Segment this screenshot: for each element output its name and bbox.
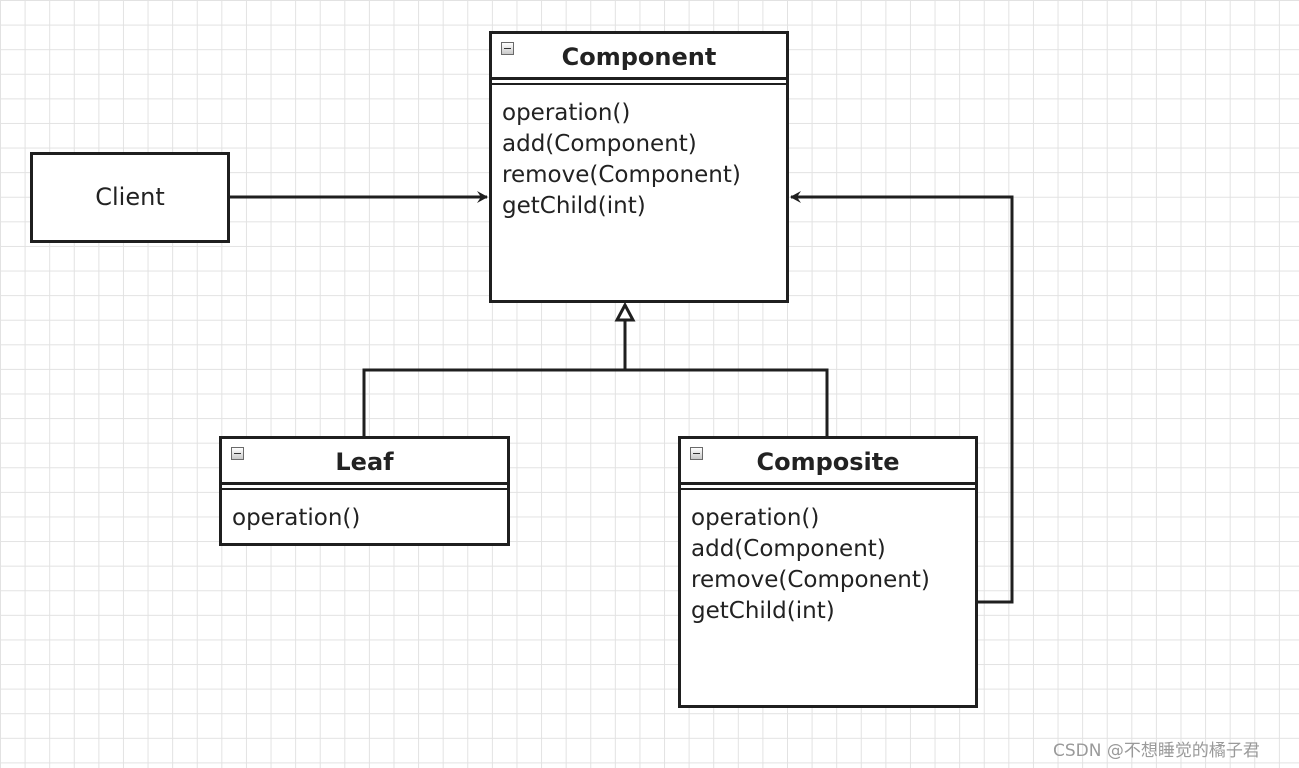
collapse-icon[interactable] xyxy=(501,42,514,55)
composite-method-list: operation() add(Component) remove(Compon… xyxy=(681,491,975,627)
component-class-name: Component xyxy=(561,43,717,71)
watermark: CSDN @不想睡觉的橘子君 xyxy=(1053,741,1260,761)
client-box[interactable]: Client xyxy=(30,152,230,243)
attribute-divider xyxy=(681,488,975,491)
method-add: add(Component) xyxy=(691,536,886,562)
client-label: Client xyxy=(95,183,165,211)
leaf-inheritance-line xyxy=(362,368,625,437)
composite-class-header: Composite xyxy=(681,439,975,485)
method-operation: operation() xyxy=(502,100,631,126)
method-remove: remove(Component) xyxy=(691,567,930,593)
attribute-divider xyxy=(492,83,786,86)
collapse-icon[interactable] xyxy=(690,447,703,460)
component-class[interactable]: Component operation() add(Component) rem… xyxy=(489,31,789,303)
method-operation: operation() xyxy=(691,505,820,531)
composite-class-name: Composite xyxy=(756,448,900,476)
method-get-child: getChild(int) xyxy=(502,193,646,219)
composite-to-component-arrow xyxy=(790,191,1014,604)
leaf-class-header: Leaf xyxy=(222,439,507,485)
composite-class[interactable]: Composite operation() add(Component) rem… xyxy=(678,436,978,708)
method-operation: operation() xyxy=(232,505,361,531)
collapse-icon[interactable] xyxy=(231,447,244,460)
leaf-class-name: Leaf xyxy=(335,448,394,476)
component-class-header: Component xyxy=(492,34,786,80)
attribute-divider xyxy=(222,488,507,491)
inheritance-triangle-head xyxy=(614,301,636,322)
leaf-method-list: operation() xyxy=(222,491,507,534)
leaf-class[interactable]: Leaf operation() xyxy=(219,436,510,546)
composite-inheritance-line xyxy=(625,368,829,437)
method-add: add(Component) xyxy=(502,131,697,157)
method-remove: remove(Component) xyxy=(502,162,741,188)
component-method-list: operation() add(Component) remove(Compon… xyxy=(492,86,786,222)
method-get-child: getChild(int) xyxy=(691,598,835,624)
